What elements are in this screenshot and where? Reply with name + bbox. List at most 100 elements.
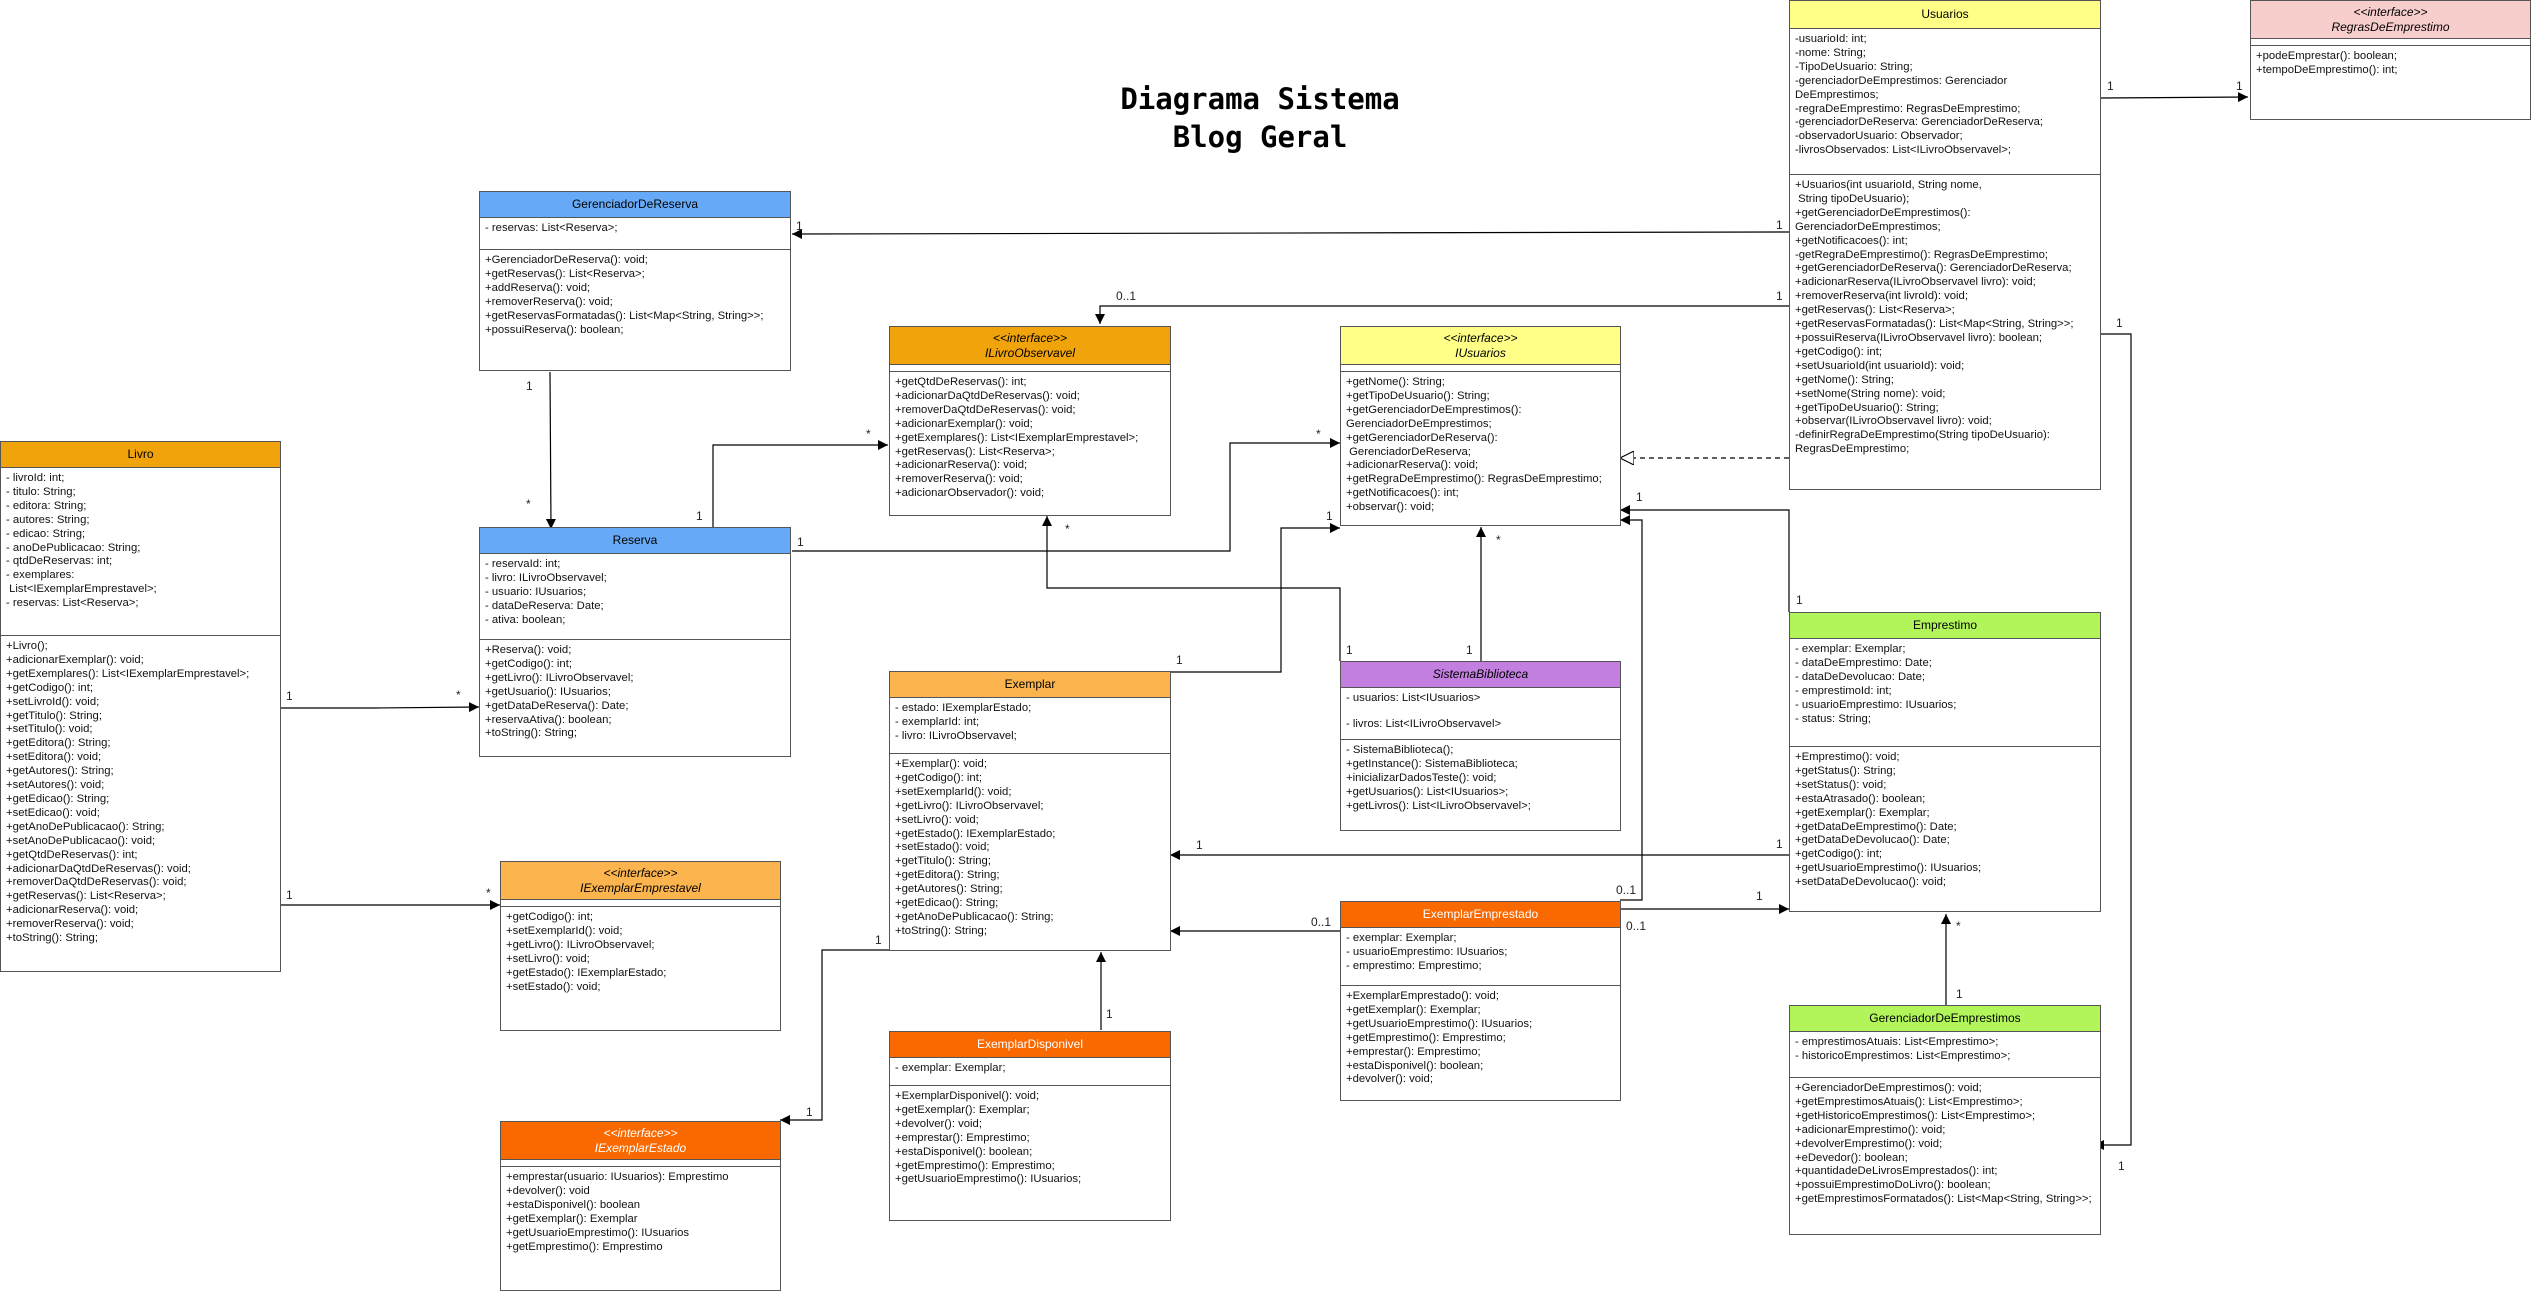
class-methods: +getQtdDeReservas(): int; +adicionarDaQt…: [895, 376, 1139, 500]
multiplicity-label: 1: [797, 535, 804, 549]
class-emprestimo[interactable]: Emprestimo - exemplar: Exemplar; - dataD…: [1789, 612, 2101, 912]
class-methods: +GerenciadorDeEmprestimos(): void; +getE…: [1795, 1082, 2092, 1206]
class-header: GerenciadorDeReserva: [480, 192, 790, 218]
class-attributes: - emprestimosAtuais: List<Emprestimo>; -…: [1790, 1032, 2100, 1078]
class-header: Exemplar: [890, 672, 1170, 698]
multiplicity-label: 0..1: [1311, 915, 1332, 929]
multiplicity-label: 1: [1466, 643, 1473, 657]
class-header: <<interface>> IExemplarEmprestavel: [501, 862, 780, 900]
class-attributes: - exemplar: Exemplar;: [890, 1058, 1170, 1086]
multiplicity-label: 1: [2116, 316, 2123, 330]
multiplicity-label: *: [486, 886, 491, 900]
class-attributes: - exemplar: Exemplar; - dataDeEmprestimo…: [1790, 639, 2100, 747]
multiplicity-label: 1: [1106, 1007, 1113, 1021]
multiplicity-label: 1: [1776, 837, 1783, 851]
class-header: Usuarios: [1790, 1, 2100, 29]
class-stereotype: <<interface>>: [603, 1125, 678, 1140]
class-header: ExemplarEmprestado: [1341, 902, 1620, 928]
class-name: Usuarios: [1921, 7, 1969, 21]
class-name: GerenciadorDeEmprestimos: [1869, 1011, 2021, 1025]
class-name: IExemplarEstado: [594, 1140, 687, 1155]
class-livro[interactable]: Livro - livroId: int; - titulo: String; …: [0, 441, 281, 972]
multiplicity-label: *: [526, 497, 531, 511]
diagram-title-line-1: Diagrama Sistema: [1120, 82, 1400, 116]
assoc-emprestimo-iusuarios: [1620, 505, 1790, 612]
class-methods: +Livro(); +adicionarExemplar(): void; +g…: [6, 640, 250, 945]
empty-attributes: [2251, 39, 2530, 46]
multiplicity-label: 0..1: [1626, 919, 1647, 933]
multiplicity-label: 1: [286, 689, 293, 703]
class-header: Livro: [1, 442, 280, 468]
multiplicity-label: 1: [2107, 79, 2114, 93]
assoc-exemplar-iusuarios: [1170, 523, 1340, 673]
multiplicity-label: *: [1316, 427, 1321, 441]
class-methods: +ExemplarDisponivel(): void; +getExempla…: [895, 1090, 1082, 1186]
class-stereotype: <<interface>>: [992, 330, 1068, 345]
class-methods: +getCodigo(): int; +setExemplarId(): voi…: [506, 911, 667, 993]
diagram-title: Diagrama Sistema Blog Geral: [1120, 80, 1400, 156]
multiplicity-label: 1: [1796, 593, 1803, 607]
class-name: GerenciadorDeReserva: [571, 197, 699, 211]
class-attributes: - estado: IExemplarEstado; - exemplarId:…: [890, 698, 1170, 754]
class-header: <<interface>> IExemplarEstado: [501, 1122, 780, 1160]
class-header: Reserva: [480, 528, 790, 554]
multiplicity-label: 1: [526, 379, 533, 393]
class-name: Livro: [127, 447, 154, 461]
interface-regras-de-emprestimo[interactable]: <<interface>> RegrasDeEmprestimo +podeEm…: [2250, 0, 2531, 120]
class-exemplar[interactable]: Exemplar - estado: IExemplarEstado; - ex…: [889, 671, 1171, 951]
multiplicity-label: 1: [696, 509, 703, 523]
multiplicity-label: *: [866, 427, 871, 441]
multiplicity-label: 1: [1776, 218, 1783, 232]
assoc-livro-reserva: [281, 702, 480, 713]
class-name: Reserva: [612, 533, 658, 547]
class-gerenciador-de-reserva[interactable]: GerenciadorDeReserva - reservas: List<Re…: [479, 191, 791, 371]
empty-attributes: [1341, 365, 1620, 372]
class-methods: +getNome(): String; +getTipoDeUsuario():…: [1346, 376, 1602, 514]
diagram-title-line-2: Blog Geral: [1172, 120, 1348, 154]
class-methods: +Usuarios(int usuarioId, String nome, St…: [1795, 179, 2074, 456]
assoc-emprestado-iusuarios: [1620, 515, 1643, 901]
assoc-usuarios-gerenciadoremprestimos: [2094, 333, 2132, 1150]
multiplicity-label: *: [1065, 522, 1070, 536]
class-usuarios[interactable]: Usuarios -usuarioId: int; -nome: String;…: [1789, 0, 2101, 490]
class-attributes: - reservaId: int; - livro: ILivroObserva…: [480, 554, 790, 640]
assoc-reserva-iusuarios: [792, 438, 1340, 552]
interface-iexemplar-emprestavel[interactable]: <<interface>> IExemplarEmprestavel +getC…: [500, 861, 781, 1031]
multiplicity-label: 1: [1326, 509, 1333, 523]
class-name: ExemplarEmprestado: [1422, 907, 1539, 921]
class-reserva[interactable]: Reserva - reservaId: int; - livro: ILivr…: [479, 527, 791, 757]
class-methods: +emprestar(usuario: IUsuarios): Empresti…: [506, 1171, 729, 1253]
empty-attributes: [501, 900, 780, 907]
empty-attributes: [501, 1160, 780, 1167]
class-exemplar-disponivel[interactable]: ExemplarDisponivel - exemplar: Exemplar;…: [889, 1031, 1171, 1221]
multiplicity-label: 1: [796, 219, 803, 233]
assoc-exemplar-iestado: [780, 949, 890, 1125]
class-gerenciador-de-emprestimos[interactable]: GerenciadorDeEmprestimos - emprestimosAt…: [1789, 1005, 2101, 1235]
multiplicity-label: 1: [2236, 79, 2243, 93]
interface-iexemplar-estado[interactable]: <<interface>> IExemplarEstado +emprestar…: [500, 1121, 781, 1291]
class-exemplar-emprestado[interactable]: ExemplarEmprestado - exemplar: Exemplar;…: [1340, 901, 1621, 1101]
class-methods: - SistemaBiblioteca(); +getInstance(): S…: [1346, 744, 1531, 812]
class-stereotype: <<interface>>: [1443, 330, 1518, 345]
interface-iusuarios[interactable]: <<interface>> IUsuarios +getNome(): Stri…: [1340, 326, 1621, 526]
assoc-usuarios-regras: [2100, 92, 2249, 103]
class-name: IExemplarEmprestavel: [580, 880, 701, 895]
multiplicity-label: *: [1496, 533, 1501, 547]
multiplicity-label: 1: [1346, 643, 1353, 657]
class-attributes: - reservas: List<Reserva>;: [480, 218, 790, 250]
class-header: GerenciadorDeEmprestimos: [1790, 1006, 2100, 1032]
interface-ilivro-observavel[interactable]: <<interface>> ILivroObservavel +getQtdDe…: [889, 326, 1171, 516]
multiplicity-label: 0..1: [1116, 289, 1137, 303]
multiplicity-label: *: [1956, 919, 1961, 933]
class-methods: +Exemplar(): void; +getCodigo(): int; +s…: [895, 758, 1056, 937]
class-methods: +podeEmprestar(): boolean; +tempoDeEmpre…: [2256, 50, 2398, 76]
multiplicity-label: 1: [806, 1105, 813, 1119]
assoc-reserva-ilivro: [712, 440, 888, 528]
class-sistema-biblioteca[interactable]: SistemaBiblioteca - usuarios: List<IUsua…: [1340, 661, 1621, 831]
class-attributes: -usuarioId: int; -nome: String; -TipoDeU…: [1790, 29, 2100, 175]
class-name: Exemplar: [1004, 677, 1056, 691]
assoc-sistema-ilivro: [1042, 516, 1341, 661]
class-stereotype: <<interface>>: [2353, 4, 2428, 19]
class-stereotype: <<interface>>: [603, 865, 678, 880]
